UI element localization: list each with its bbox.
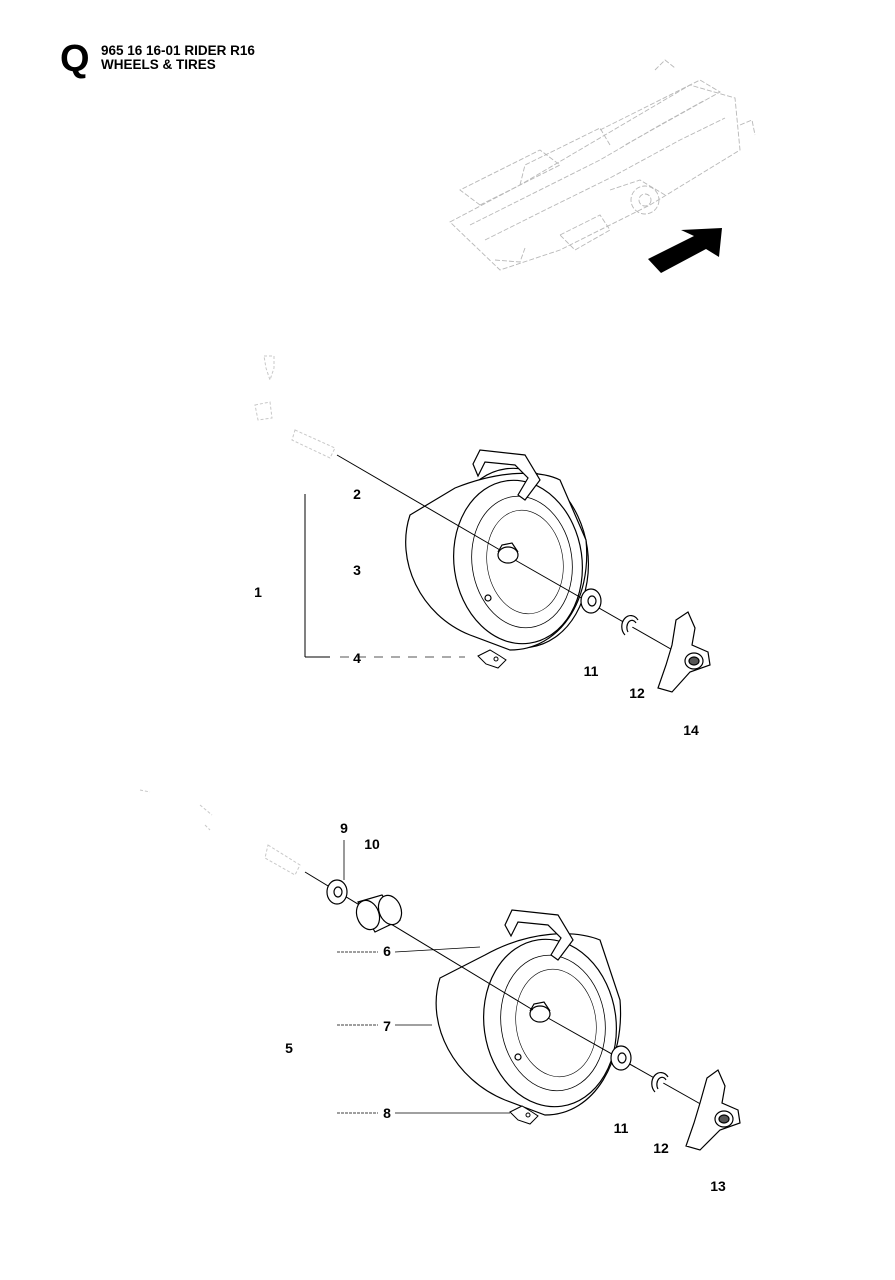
callout-5: 5 xyxy=(285,1040,293,1056)
callout-8: 8 xyxy=(383,1105,391,1121)
washer-9 xyxy=(326,879,348,905)
callout-7: 7 xyxy=(383,1018,391,1034)
mower-overview-sketch xyxy=(449,59,756,271)
washer-top xyxy=(580,588,602,614)
tire-top xyxy=(405,449,590,651)
callout-13: 13 xyxy=(710,1178,726,1194)
section-letter: Q xyxy=(60,38,90,80)
axle-faint xyxy=(139,789,301,876)
callout-1: 1 xyxy=(254,584,262,600)
callout-12-top: 12 xyxy=(629,685,645,701)
callout-14: 14 xyxy=(683,722,699,738)
valve-top xyxy=(477,649,507,669)
front-wheel-assembly xyxy=(254,355,711,693)
section-title: WHEELS & TIRES xyxy=(101,57,216,72)
hubcap-bottom xyxy=(685,1069,741,1151)
callout-6: 6 xyxy=(383,943,391,959)
clip-bottom xyxy=(651,1071,669,1093)
bushing-10 xyxy=(355,894,403,933)
clip-top xyxy=(621,614,639,636)
part-number-line: 965 16 16-01 RIDER R16 xyxy=(101,43,255,58)
callout-10: 10 xyxy=(364,836,380,852)
callout-11-top: 11 xyxy=(583,663,599,679)
callout-3: 3 xyxy=(353,562,361,578)
valve-bottom xyxy=(509,1105,539,1125)
rear-wheel-assembly xyxy=(139,789,741,1151)
callout-2: 2 xyxy=(353,486,361,502)
callout-9: 9 xyxy=(340,820,348,836)
tire-bottom xyxy=(435,909,622,1116)
axle-bolt-faint xyxy=(254,355,336,459)
location-arrow-icon xyxy=(648,228,722,273)
washer-bottom xyxy=(610,1045,632,1071)
callout-4: 4 xyxy=(353,650,361,666)
callout-12-bottom: 12 xyxy=(653,1140,669,1156)
hubcap-top xyxy=(657,611,711,693)
callout-11-bottom: 11 xyxy=(613,1120,629,1136)
